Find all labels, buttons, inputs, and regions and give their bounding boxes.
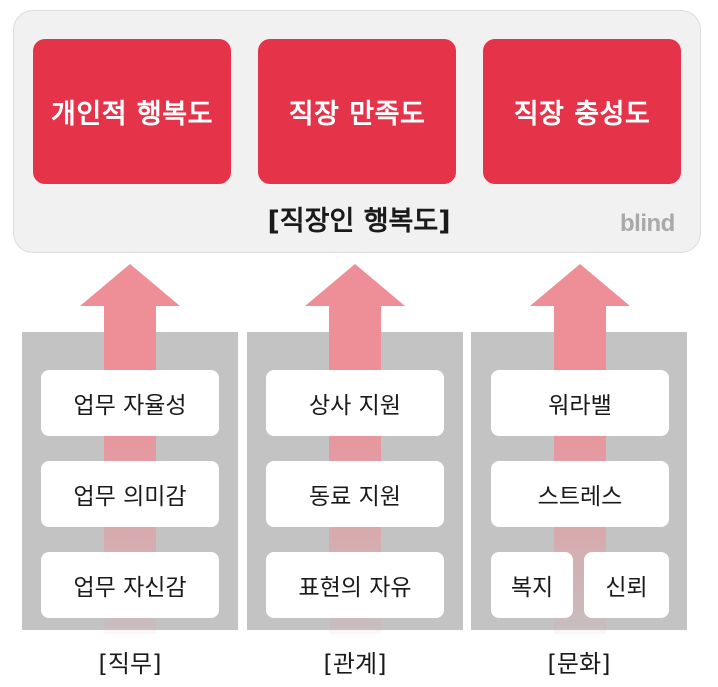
card-supervisor-support: 상사 지원	[266, 370, 444, 436]
card-welfare: 복지	[491, 552, 573, 618]
column-label-job: [직무]	[98, 650, 162, 678]
personal-happiness-box: 개인적 행복도	[33, 39, 231, 184]
card-job-autonomy: 업무 자율성	[41, 370, 219, 436]
column-label-culture: [문화]	[547, 650, 611, 678]
job-satisfaction-box: 직장 만족도	[258, 39, 456, 184]
card-stress: 스트레스	[491, 461, 669, 527]
up-arrow-icon	[305, 264, 405, 634]
card-job-meaning: 업무 의미감	[41, 461, 219, 527]
card-trust: 신뢰	[584, 552, 669, 618]
up-arrow-icon	[80, 264, 180, 634]
brand-logo: blind	[620, 210, 675, 237]
card-work-life-balance: 워라밸	[491, 370, 669, 436]
job-loyalty-box: 직장 충성도	[483, 39, 681, 184]
card-freedom-of-expression: 표현의 자유	[266, 552, 444, 618]
column-label-relationship: [관계]	[323, 650, 387, 678]
card-job-confidence: 업무 자신감	[41, 552, 219, 618]
panel-title: [직장인 행복도]	[267, 206, 451, 237]
up-arrow-icon	[530, 264, 630, 634]
card-coworker-support: 동료 지원	[266, 461, 444, 527]
